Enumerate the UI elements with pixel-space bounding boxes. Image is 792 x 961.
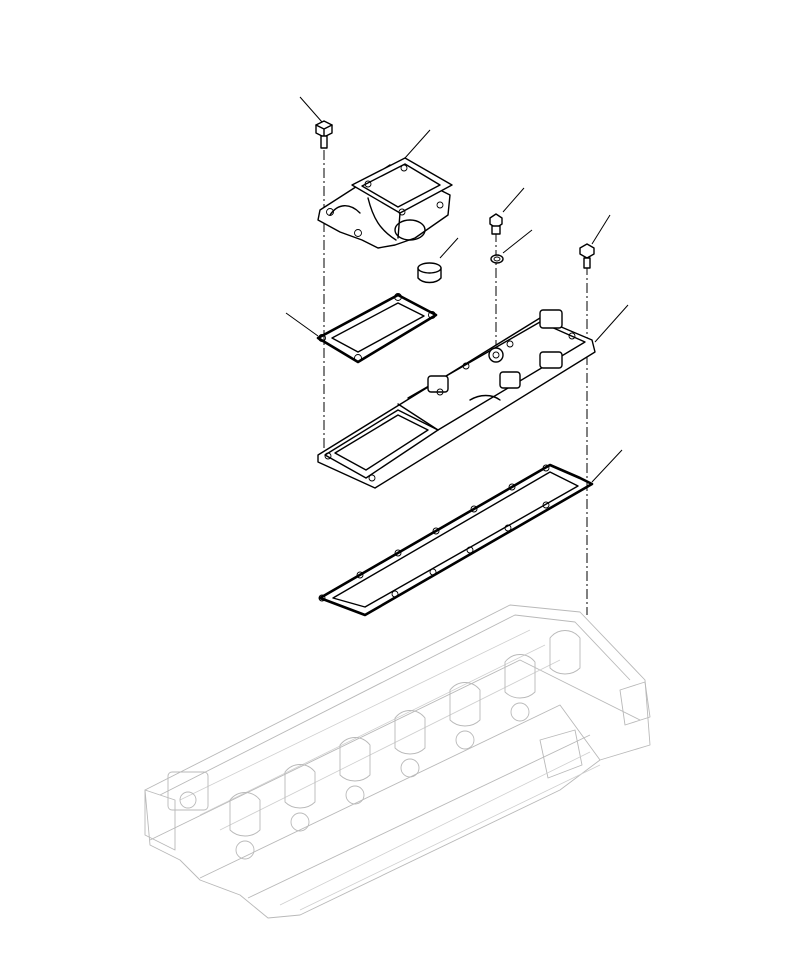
fitting: [489, 187, 525, 235]
cover-gasket: [318, 449, 623, 617]
bolt-right: [579, 214, 611, 269]
o-ring: [490, 229, 533, 264]
bolt-upper-left: [299, 96, 333, 149]
valve-bank: [229, 630, 581, 860]
intake-elbow: [317, 129, 453, 249]
assembly-centerlines: [323, 150, 588, 615]
cylinder-head: [144, 604, 651, 919]
intake-cover: [317, 304, 629, 489]
elbow-gasket: [285, 293, 438, 364]
plug: [417, 237, 459, 284]
